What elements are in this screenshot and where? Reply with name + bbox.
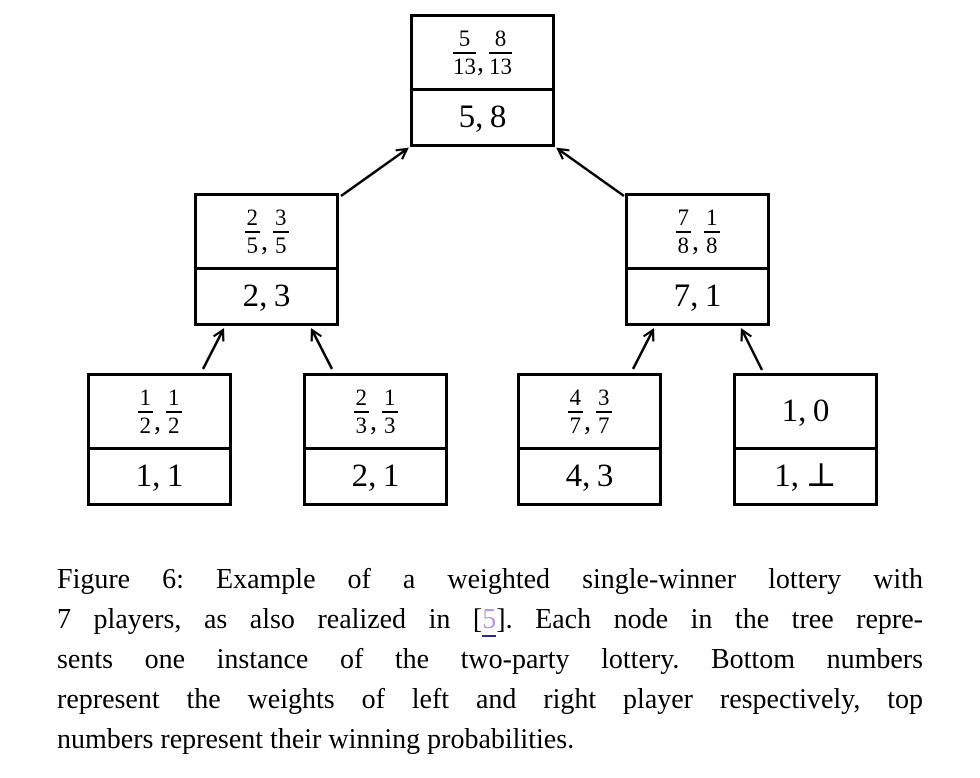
fraction-numerator: 8	[489, 26, 512, 54]
fraction-numerator: 3	[596, 385, 612, 413]
probability-fraction-right: 3 5	[273, 205, 289, 258]
probability-fraction-right: 1 2	[166, 385, 182, 438]
node-weights: 4, 3	[565, 458, 614, 494]
fraction-denominator: 13	[453, 54, 476, 79]
probability-fraction-left: 2 3	[353, 385, 369, 438]
node-probabilities: 1 2 , 1 2	[90, 376, 229, 450]
node-weights: 7, 1	[673, 278, 722, 314]
node-probabilities: 2 3 , 1 3	[306, 376, 445, 450]
node-weights: 2, 1	[351, 458, 400, 494]
caption-line: numbers represent their winning probabil…	[57, 724, 575, 755]
tree-node-leaf-3: 4 7 , 3 7 4, 3	[517, 373, 662, 506]
fraction-separator: ,	[370, 405, 377, 437]
fraction-separator: ,	[154, 405, 161, 437]
caption-line: sents one instance of the two-party lott…	[57, 644, 923, 675]
citation-link[interactable]: 5	[482, 604, 497, 637]
tree-node-mid-right: 7 8 , 1 8 7, 1	[625, 193, 770, 326]
tree-node-leaf-4: 1, 0 1, ⊥	[733, 373, 878, 506]
fraction-separator: ,	[261, 225, 268, 257]
figure-caption: Figure 6: Example of a weighted single-w…	[57, 560, 923, 760]
probability-fraction-right: 1 3	[382, 385, 398, 438]
node-probabilities: 1, 0	[736, 376, 875, 450]
tree-node-leaf-2: 2 3 , 1 3 2, 1	[303, 373, 448, 506]
tree-node-leaf-1: 1 2 , 1 2 1, 1	[87, 373, 232, 506]
node-probabilities: 2 5 , 3 5	[197, 196, 336, 270]
fraction-numerator: 5	[453, 26, 476, 54]
fraction-denominator: 2	[139, 413, 152, 438]
fraction-separator: ,	[692, 225, 699, 257]
node-probabilities: 7 8 , 1 8	[628, 196, 767, 270]
probability-fraction-right: 1 8	[704, 205, 720, 258]
fraction-denominator: 8	[677, 233, 690, 258]
fraction-numerator: 4	[567, 385, 583, 413]
probability-plain: 1, 0	[781, 393, 830, 429]
caption-text: ]. Each node in the tree repre-	[496, 604, 924, 635]
fraction-numerator: 1	[704, 205, 720, 233]
fraction-denominator: 2	[168, 413, 180, 438]
fraction-numerator: 2	[244, 205, 260, 233]
fraction-denominator: 5	[275, 233, 287, 258]
fraction-numerator: 1	[166, 385, 182, 413]
edge-arrow-midright-to-root	[556, 147, 625, 198]
fraction-numerator: 3	[273, 205, 289, 233]
node-weights: 1, ⊥	[774, 458, 837, 494]
tree-edges-layer	[201, 147, 764, 371]
fraction-denominator: 7	[569, 413, 582, 438]
probability-fraction-left: 1 2	[137, 385, 153, 438]
tree-node-root: 5 13 , 8 13 5, 8	[410, 14, 555, 147]
fraction-denominator: 5	[246, 233, 259, 258]
probability-fraction-left: 4 7	[567, 385, 583, 438]
caption-line: Figure 6: Example of a weighted single-w…	[57, 564, 923, 595]
probability-fraction-left: 7 8	[675, 205, 691, 258]
fraction-denominator: 7	[598, 413, 610, 438]
edge-arrow-midleft-to-root	[340, 147, 409, 198]
edge-arrow-leaf1-to-midleft	[201, 327, 225, 370]
node-weights: 2, 3	[242, 278, 291, 314]
node-probabilities: 4 7 , 3 7	[520, 376, 659, 450]
fraction-denominator: 3	[355, 413, 368, 438]
caption-line: represent the weights of left and right …	[57, 684, 923, 715]
tree-node-mid-left: 2 5 , 3 5 2, 3	[194, 193, 339, 326]
probability-fraction-left: 2 5	[244, 205, 260, 258]
edge-arrow-leaf4-to-midright	[740, 327, 764, 371]
fraction-separator: ,	[584, 405, 591, 437]
probability-fraction-right: 8 13	[489, 26, 512, 79]
fraction-numerator: 2	[353, 385, 369, 413]
fraction-denominator: 8	[706, 233, 718, 258]
fraction-denominator: 13	[489, 54, 512, 79]
edge-arrow-leaf2-to-midleft	[310, 327, 334, 370]
probability-fraction-left: 5 13	[453, 26, 476, 79]
fraction-numerator: 1	[137, 385, 153, 413]
node-weights: 5, 8	[458, 99, 507, 135]
node-weights: 1, 1	[135, 458, 184, 494]
node-probabilities: 5 13 , 8 13	[413, 17, 552, 91]
caption-text: 7 players, as also realized in [	[57, 604, 483, 635]
fraction-numerator: 7	[675, 205, 691, 233]
lottery-tree-diagram: 5 13 , 8 13 5, 8 2 5 , 3	[87, 14, 878, 506]
fraction-numerator: 1	[382, 385, 398, 413]
fraction-separator: ,	[477, 46, 484, 78]
edge-arrow-leaf3-to-midright	[631, 327, 655, 370]
fraction-denominator: 3	[384, 413, 396, 438]
caption-line: 7 players, as also realized in [5]. Each…	[57, 600, 923, 640]
probability-fraction-right: 3 7	[596, 385, 612, 438]
